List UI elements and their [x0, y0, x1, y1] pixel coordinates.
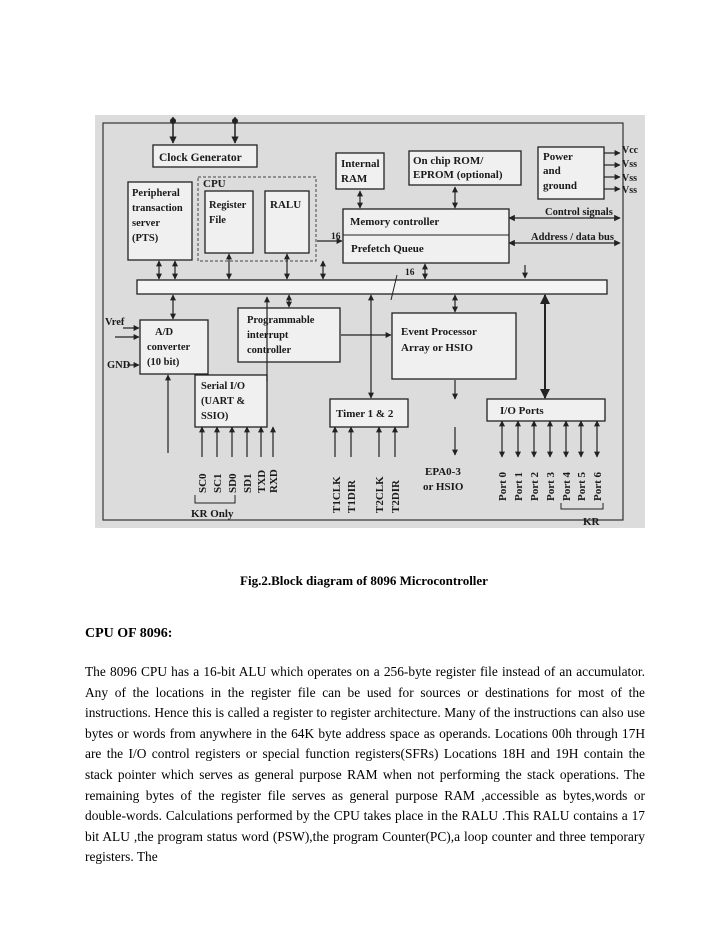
svg-text:Port 0: Port 0: [497, 471, 509, 501]
vss-label-2: Vss: [622, 173, 637, 184]
block-diagram-figure: Clock Generator Internal RAM On chip ROM…: [95, 115, 645, 528]
svg-text:(10 bit): (10 bit): [147, 357, 180, 368]
bus-width-label-cpu: 16: [331, 232, 341, 242]
kr-only-label: KR Only: [191, 508, 234, 520]
timer-block: Timer 1 & 2: [329, 398, 409, 428]
body-paragraph: The 8096 CPU has a 16-bit ALU which oper…: [85, 664, 645, 865]
clock-generator-block: Clock Generator: [152, 144, 258, 168]
svg-text:Port 5: Port 5: [576, 471, 588, 501]
address-data-bus-label: Address / data bus: [531, 232, 614, 243]
port-pins: Port 0 Port 1 Port 2 Port 3 Port 4 Port …: [497, 420, 604, 501]
svg-text:SD0: SD0: [227, 473, 239, 493]
svg-text:T1DIR: T1DIR: [346, 479, 358, 513]
svg-text:converter: converter: [147, 342, 190, 353]
svg-text:RXD: RXD: [268, 469, 280, 493]
svg-text:SC1: SC1: [212, 473, 224, 493]
svg-text:Port 1: Port 1: [513, 472, 525, 501]
power-ground-block: Power and ground: [537, 146, 621, 200]
svg-text:Port 3: Port 3: [545, 471, 557, 501]
svg-text:SC0: SC0: [197, 473, 209, 493]
vcc-label: Vcc: [622, 145, 639, 156]
rom-block: On chip ROM/ EPROM (optional): [408, 150, 522, 186]
figure-caption: Fig.2.Block diagram of 8096 Microcontrol…: [240, 573, 488, 588]
adc-block: A/D converter (10 bit): [139, 319, 209, 375]
svg-text:Power: Power: [543, 151, 573, 163]
svg-text:I/O Ports: I/O Ports: [500, 405, 544, 417]
cpu-label: CPU: [203, 178, 226, 190]
svg-text:Port 2: Port 2: [529, 471, 541, 501]
svg-text:ground: ground: [543, 180, 577, 192]
svg-text:16: 16: [405, 268, 415, 278]
event-processor-block: Event Processor Array or HSIO: [391, 312, 517, 380]
svg-text:TXD: TXD: [256, 470, 268, 493]
gnd-label: GND: [107, 360, 131, 371]
svg-text:EPROM (optional): EPROM (optional): [413, 169, 503, 181]
svg-text:T1CLK: T1CLK: [331, 476, 343, 513]
svg-text:Register: Register: [209, 200, 247, 211]
io-ports-block: I/O Ports: [486, 398, 606, 422]
svg-text:Event Processor: Event Processor: [401, 326, 477, 338]
body-paragraph-container: The 8096 CPU has a 16-bit ALU which oper…: [85, 662, 645, 868]
svg-text:Peripheral: Peripheral: [132, 188, 180, 199]
svg-text:A/D: A/D: [155, 327, 174, 338]
internal-bus: 16: [136, 268, 608, 301]
svg-text:RAM: RAM: [341, 173, 368, 185]
svg-text:transaction: transaction: [132, 203, 183, 214]
svg-text:controller: controller: [247, 345, 291, 356]
memory-controller-block: Memory controller Prefetch Queue: [342, 208, 510, 264]
svg-text:File: File: [209, 215, 226, 226]
interrupt-controller-block: Programmable interrupt controller: [237, 307, 341, 363]
serial-pins: SC0 SC1 SD0 SD1 TXD RXD: [197, 426, 280, 493]
ralu-block: RALU: [264, 190, 310, 254]
svg-text:server: server: [132, 218, 160, 229]
svg-text:Prefetch Queue: Prefetch Queue: [351, 243, 424, 255]
svg-text:SSIO): SSIO): [201, 411, 229, 422]
svg-text:interrupt: interrupt: [247, 330, 289, 341]
timer-pins: T1CLK T1DIR T2CLK T2DIR: [331, 426, 402, 513]
svg-text:Array or HSIO: Array or HSIO: [401, 342, 473, 354]
svg-text:Programmable: Programmable: [247, 315, 315, 326]
svg-text:SD1: SD1: [242, 473, 254, 493]
epa-label-1: EPA0-3: [425, 466, 461, 478]
pts-block: Peripheral transaction server (PTS): [127, 181, 193, 261]
register-file-block: Register File: [204, 190, 254, 254]
svg-text:and: and: [543, 165, 561, 177]
svg-text:(UART &: (UART &: [201, 396, 245, 407]
section-heading: CPU OF 8096:: [85, 626, 173, 641]
svg-text:On chip ROM/: On chip ROM/: [413, 155, 484, 167]
svg-text:Timer 1 & 2: Timer 1 & 2: [336, 408, 394, 420]
svg-text:Port 4: Port 4: [561, 471, 573, 501]
svg-text:RALU: RALU: [270, 199, 301, 211]
svg-text:T2DIR: T2DIR: [390, 479, 402, 513]
svg-text:Internal: Internal: [341, 158, 380, 170]
svg-text:T2CLK: T2CLK: [374, 476, 386, 513]
internal-ram-block: Internal RAM: [335, 152, 385, 190]
vss-label-3: Vss: [622, 185, 637, 196]
control-signals-label: Control signals: [545, 207, 613, 218]
kr-label: KR: [583, 516, 601, 528]
svg-text:Port 6: Port 6: [592, 471, 604, 501]
svg-text:Memory controller: Memory controller: [350, 216, 439, 228]
svg-text:(PTS): (PTS): [132, 233, 159, 244]
epa-label-2: or HSIO: [423, 481, 464, 493]
vref-label: Vref: [105, 317, 125, 328]
svg-text:Serial I/O: Serial I/O: [201, 381, 245, 392]
serial-io-block: Serial I/O (UART & SSIO): [194, 374, 268, 428]
vss-label-1: Vss: [622, 159, 637, 170]
svg-text:Clock Generator: Clock Generator: [159, 152, 242, 164]
